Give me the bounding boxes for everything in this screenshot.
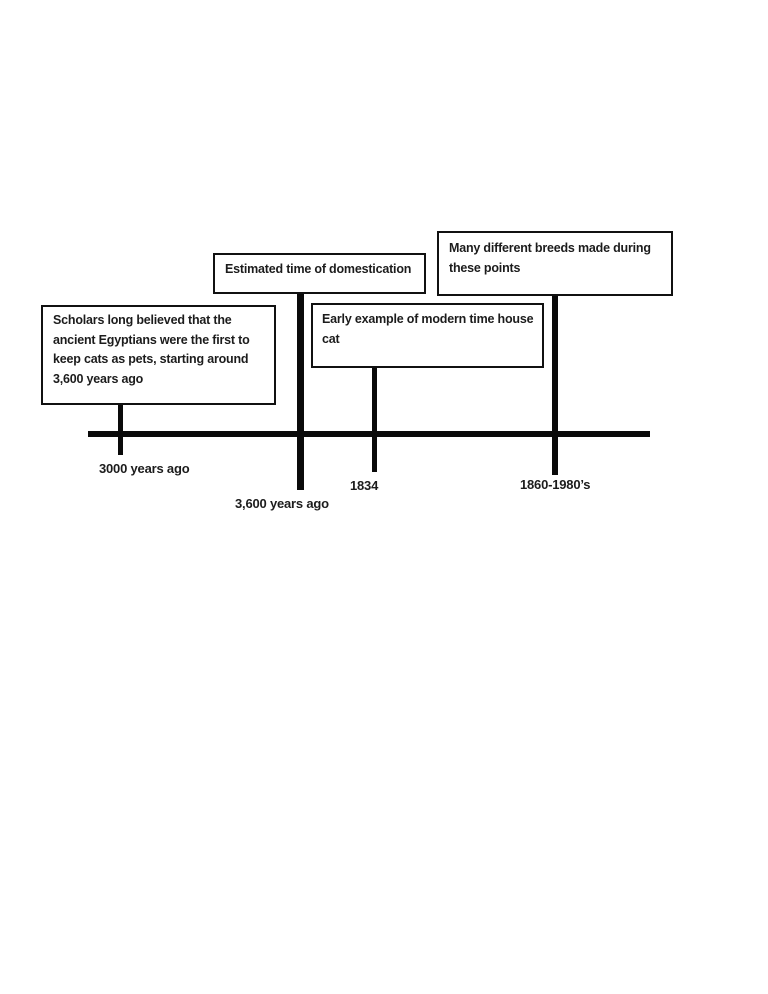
callout-modern-house-cat: Early example of modern time house cat [311,303,544,368]
connector-3000-years [118,404,123,455]
axis-label-1834: 1834 [350,478,379,493]
connector-1834 [372,367,377,472]
timeline-axis-line [88,431,650,437]
connector-1860-1980s [552,295,558,475]
axis-label-3000-years-ago: 3000 years ago [99,461,190,476]
axis-label-1860-1980s: 1860-1980’s [520,477,591,492]
connector-3600-years [297,293,304,490]
callout-estimated-domestication: Estimated time of domestication [213,253,426,294]
axis-label-3600-years-ago: 3,600 years ago [235,496,329,511]
callout-scholars-belief: Scholars long believed that the ancient … [41,305,276,405]
callout-many-breeds: Many different breeds made during these … [437,231,673,296]
